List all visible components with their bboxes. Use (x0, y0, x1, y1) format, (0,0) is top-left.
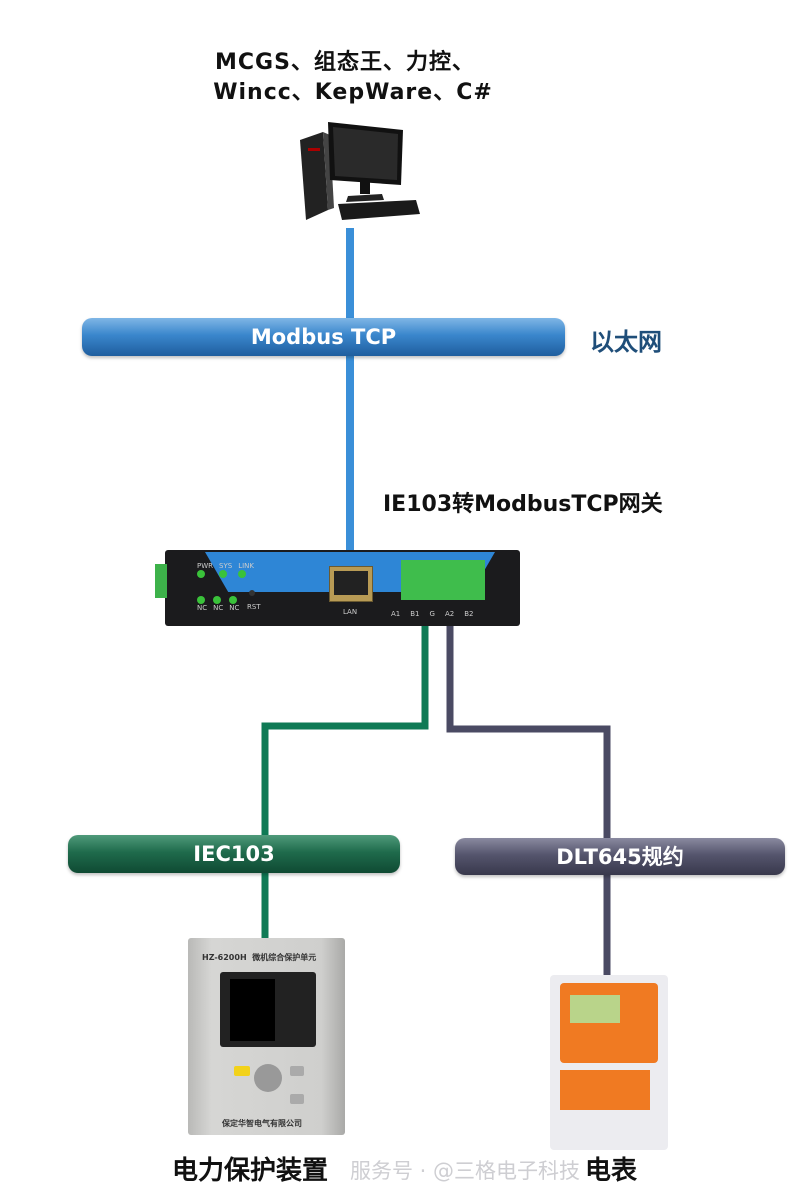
terminal-a2: A2 (444, 610, 455, 618)
led-sys: SYS (219, 562, 232, 578)
dlt645-line (446, 626, 611, 977)
software-list-line2: Wincc、KepWare、C# (213, 80, 493, 105)
meter-nameplate (560, 1070, 650, 1110)
reset-button[interactable] (249, 590, 255, 596)
relay-screen (220, 972, 316, 1047)
rs485-terminal-block (401, 560, 485, 600)
power-terminal (155, 564, 167, 598)
iec103-bus: IEC103 (68, 835, 400, 873)
network-type-label: 以太网 (590, 328, 662, 356)
lan-port[interactable] (329, 566, 373, 602)
terminal-b2: B2 (464, 610, 474, 618)
minus-key[interactable] (290, 1094, 304, 1104)
led-pwr: PWR (197, 562, 213, 578)
lan-label: LAN (343, 608, 358, 616)
plus-key[interactable] (290, 1066, 304, 1076)
gateway-device: PWR SYS LINK NC NC NC RST LAN A1 B1 G A2… (155, 550, 520, 626)
terminal-a1: A1 (391, 610, 401, 618)
led-nc-1: NC (197, 596, 207, 612)
relay-maker: 保定华智电气有限公司 (222, 1119, 302, 1128)
gateway-title: IE103转ModbusTCP网关 (383, 492, 663, 517)
dlt645-bus: DLT645规约 (455, 838, 785, 875)
software-list-line1: MCGS、组态王、力控、 (215, 50, 475, 75)
led-nc-3: NC (229, 596, 239, 612)
meter-label: 电表 (585, 1156, 638, 1186)
led-nc-2: NC (213, 596, 223, 612)
relay-model: HZ-6200H 微机综合保护单元 (202, 953, 317, 962)
computer-icon (300, 122, 420, 220)
modbus-tcp-bus: Modbus TCP (82, 318, 565, 356)
led-link: LINK (238, 562, 254, 578)
terminal-g: G (429, 610, 435, 618)
electric-meter-device (550, 975, 668, 1150)
iec103-line (261, 626, 429, 940)
watermark: 服务号 · @三格电子科技 (350, 1159, 581, 1183)
nav-keypad[interactable] (254, 1064, 282, 1092)
relay-label: 电力保护装置 (172, 1156, 329, 1186)
protection-relay-device: HZ-6200H 微机综合保护单元 保定华智电气有限公司 (188, 938, 345, 1135)
reset-label: RST (247, 603, 261, 611)
terminal-b1: B1 (410, 610, 420, 618)
meter-face (560, 983, 658, 1063)
reset-key[interactable] (234, 1066, 250, 1076)
